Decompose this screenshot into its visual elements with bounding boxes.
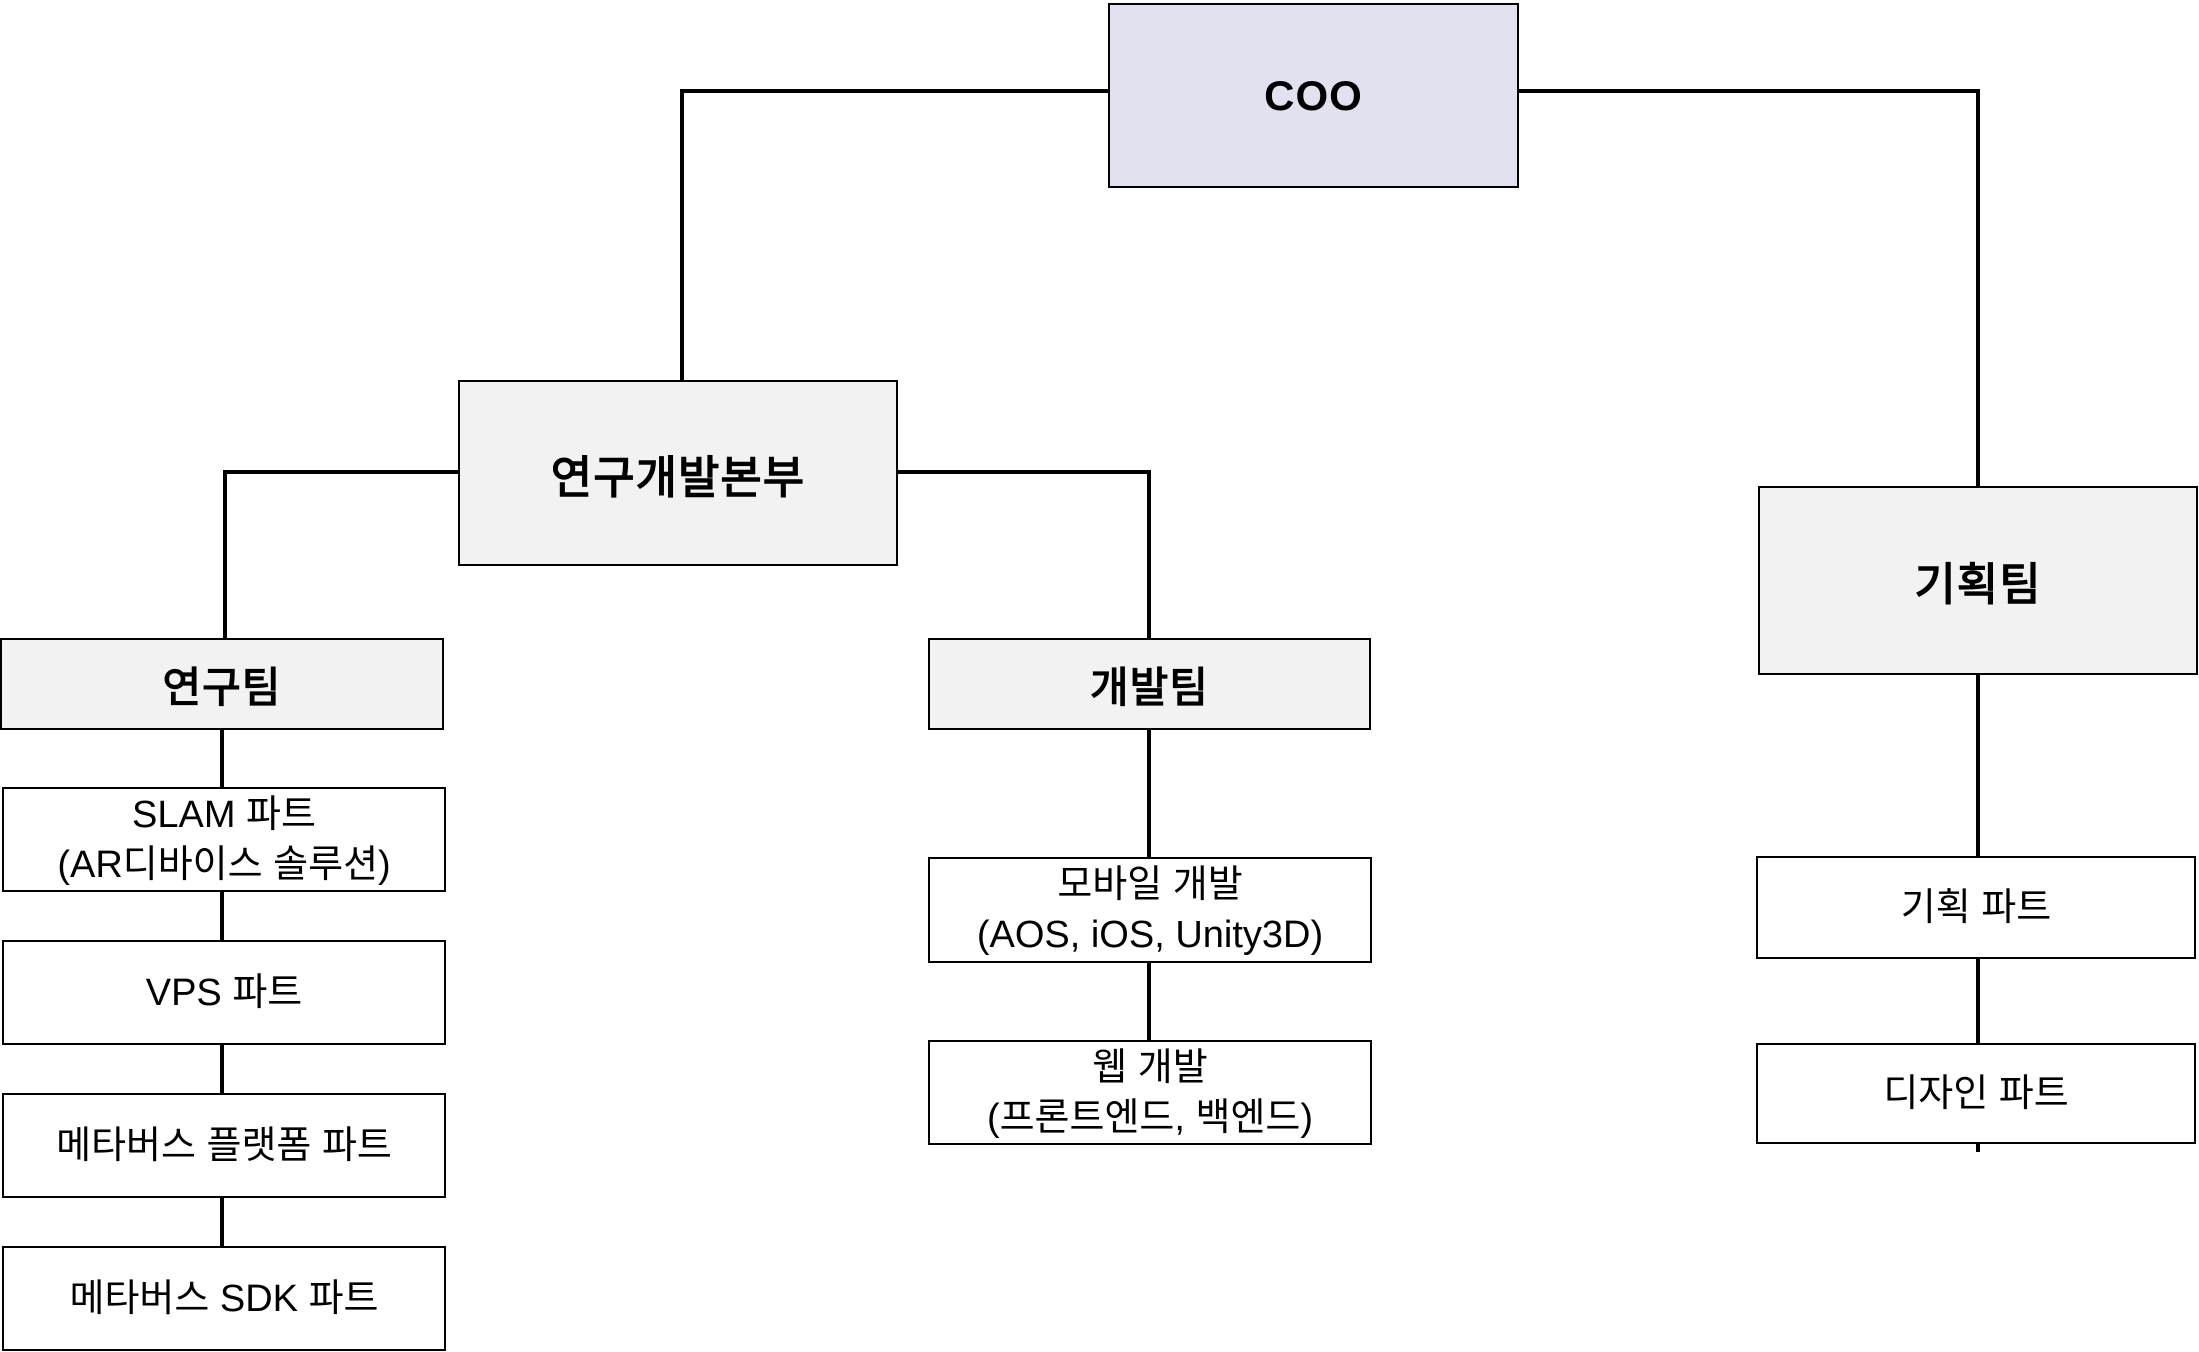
connector-design-stub: [1976, 1142, 1980, 1152]
node-vps-part: VPS 파트: [2, 940, 446, 1045]
node-vps-part-line1: VPS 파트: [145, 971, 303, 1014]
node-web-dev: 웹 개발 (프론트엔드, 백엔드): [928, 1040, 1372, 1145]
connector-rnd-research-vertical: [223, 470, 227, 640]
node-research-team-label: 연구팀: [162, 663, 282, 711]
node-planning-team-label: 기획팀: [1914, 559, 2042, 610]
node-dev-team-label: 개발팀: [1090, 663, 1209, 711]
node-planning-part: 기획 파트: [1756, 856, 2196, 959]
node-metaverse-platform-part: 메타버스 플랫폼 파트: [2, 1093, 446, 1198]
node-mobile-dev-line1: 모바일 개발: [1057, 864, 1243, 906]
node-coo-label: COO: [1264, 71, 1363, 119]
connector-coo-planning-vertical: [1976, 89, 1980, 488]
node-web-dev-line2: (프론트엔드, 백엔드): [986, 1096, 1314, 1139]
node-mobile-dev: 모바일 개발 (AOS, iOS, Unity3D): [928, 857, 1372, 963]
node-slam-part-line1: SLAM 파트: [132, 793, 316, 836]
node-research-team: 연구팀: [0, 638, 444, 730]
connector-coo-rnd-vertical: [680, 89, 684, 382]
node-design-part-line1: 디자인 파트: [1883, 1072, 2069, 1115]
connector-rnd-dev-horizontal: [896, 470, 1151, 474]
node-metaverse-platform-part-line1: 메타버스 플랫폼 파트: [56, 1124, 392, 1167]
node-rnd-division-label: 연구개발본부: [550, 451, 806, 503]
node-metaverse-sdk-part: 메타버스 SDK 파트: [2, 1246, 446, 1351]
node-coo: COO: [1108, 3, 1519, 188]
connector-mobile-web: [1147, 961, 1151, 1042]
node-slam-part: SLAM 파트 (AR디바이스 솔루션): [2, 787, 446, 892]
connector-dev-mobile: [1147, 728, 1151, 859]
connector-rnd-dev-vertical: [1147, 470, 1151, 640]
connector-rnd-research-horizontal: [223, 470, 460, 474]
connector-research-slam: [220, 728, 224, 789]
node-rnd-division: 연구개발본부: [458, 380, 898, 566]
node-metaverse-sdk-part-line1: 메타버스 SDK 파트: [69, 1277, 379, 1320]
node-design-part: 디자인 파트: [1756, 1043, 2196, 1144]
node-planning-team: 기획팀: [1758, 486, 2198, 675]
node-dev-team: 개발팀: [928, 638, 1371, 730]
connector-platform-sdk: [220, 1196, 224, 1248]
connector-coo-rnd-horizontal: [680, 89, 1110, 93]
connector-vps-platform: [220, 1043, 224, 1095]
connector-planning-planningpart: [1976, 673, 1980, 858]
connector-slam-vps: [220, 890, 224, 942]
connector-coo-planning-horizontal: [1517, 89, 1980, 93]
connector-planningpart-design: [1976, 957, 1980, 1045]
node-planning-part-line1: 기획 파트: [1900, 886, 2052, 929]
node-slam-part-line2: (AR디바이스 솔루션): [57, 843, 391, 886]
node-web-dev-line1: 웹 개발: [1092, 1046, 1208, 1089]
node-mobile-dev-line2: (AOS, iOS, Unity3D): [976, 914, 1324, 956]
